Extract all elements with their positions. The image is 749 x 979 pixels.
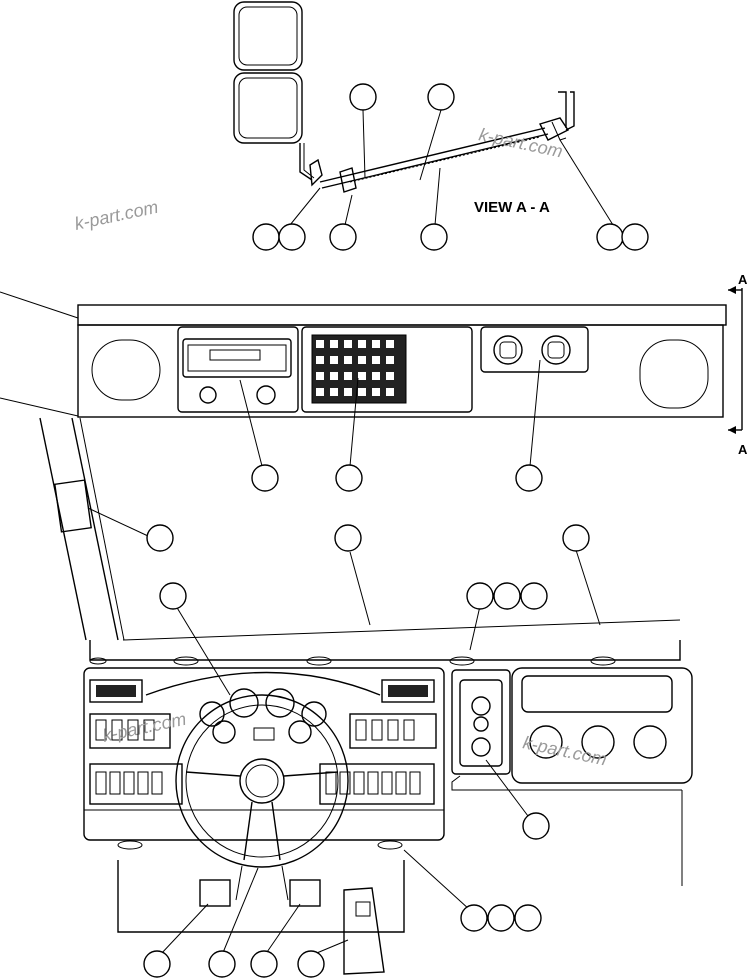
radio-knob-icon[interactable] [256, 385, 276, 405]
overhead-console: A A [0, 272, 748, 492]
view-a-a-detail: VIEW A - A [233, 1, 649, 251]
support-bar [319, 127, 546, 183]
callout-balloon[interactable] [250, 950, 278, 978]
dashboard [83, 582, 693, 978]
passenger-panel [511, 667, 693, 784]
gauge-icon [229, 688, 259, 718]
vent-icon [529, 725, 563, 759]
brake-pedal[interactable] [199, 879, 231, 907]
callout-balloon[interactable] [621, 223, 649, 251]
callout-balloon[interactable] [522, 812, 550, 840]
ignition-panel[interactable] [459, 679, 503, 767]
gauge-icon [288, 720, 312, 744]
windshield-area [39, 417, 681, 641]
callout-balloon[interactable] [466, 582, 494, 610]
callout-balloon[interactable] [334, 524, 362, 552]
watermark: k-part.com [73, 197, 160, 234]
instrument-cluster [83, 667, 445, 841]
left-speaker [91, 339, 161, 401]
ignition-knob-icon[interactable] [471, 737, 491, 757]
steering-hub[interactable] [239, 758, 285, 804]
callout-balloon[interactable] [335, 464, 363, 492]
gauge-icon [199, 701, 225, 727]
view-label: VIEW A - A [474, 199, 550, 216]
callout-balloon[interactable] [208, 950, 236, 978]
watermark: k-part.com [521, 732, 608, 769]
clutch-pedal[interactable] [289, 879, 321, 907]
accelerator-pedal[interactable] [343, 887, 385, 975]
round-gauge-icon [493, 335, 523, 365]
callout-balloon[interactable] [329, 223, 357, 251]
callout-balloon[interactable] [520, 582, 548, 610]
gauge-icon [265, 688, 295, 718]
callout-balloon[interactable] [251, 464, 279, 492]
callout-balloon[interactable] [562, 524, 590, 552]
ignition-knob-icon[interactable] [471, 696, 491, 716]
console-panel [77, 324, 724, 418]
callout-balloon[interactable] [515, 464, 543, 492]
callout-balloon[interactable] [460, 904, 488, 932]
callout-balloon[interactable] [487, 904, 515, 932]
radio-unit[interactable] [182, 338, 292, 378]
callout-balloon[interactable] [146, 524, 174, 552]
radio-knob-icon[interactable] [199, 386, 217, 404]
ignition-knob-icon[interactable] [473, 716, 489, 732]
callout-balloon[interactable] [420, 223, 448, 251]
upper-frame [233, 1, 303, 71]
steering-wheel[interactable] [175, 694, 349, 868]
callout-balloon[interactable] [514, 904, 542, 932]
round-gauge-icon [541, 335, 571, 365]
callout-balloon[interactable] [297, 950, 325, 978]
gauge-icon [212, 720, 236, 744]
section-marker-top: A [738, 272, 748, 287]
callout-balloon[interactable] [159, 582, 187, 610]
pillar-label-plate [54, 479, 92, 533]
callout-balloon[interactable] [349, 83, 377, 111]
callout-balloon[interactable] [493, 582, 521, 610]
callout-balloon[interactable] [252, 223, 280, 251]
vent-icon [633, 725, 667, 759]
callout-balloon[interactable] [427, 83, 455, 111]
callout-balloon[interactable] [278, 223, 306, 251]
section-marker-bottom: A [738, 442, 748, 457]
callout-balloon[interactable] [143, 950, 171, 978]
vent-icon [581, 725, 615, 759]
right-speaker [639, 339, 709, 409]
callout-balloon[interactable] [596, 223, 624, 251]
lower-frame [233, 72, 303, 144]
watermark: k-part.com [477, 124, 564, 161]
